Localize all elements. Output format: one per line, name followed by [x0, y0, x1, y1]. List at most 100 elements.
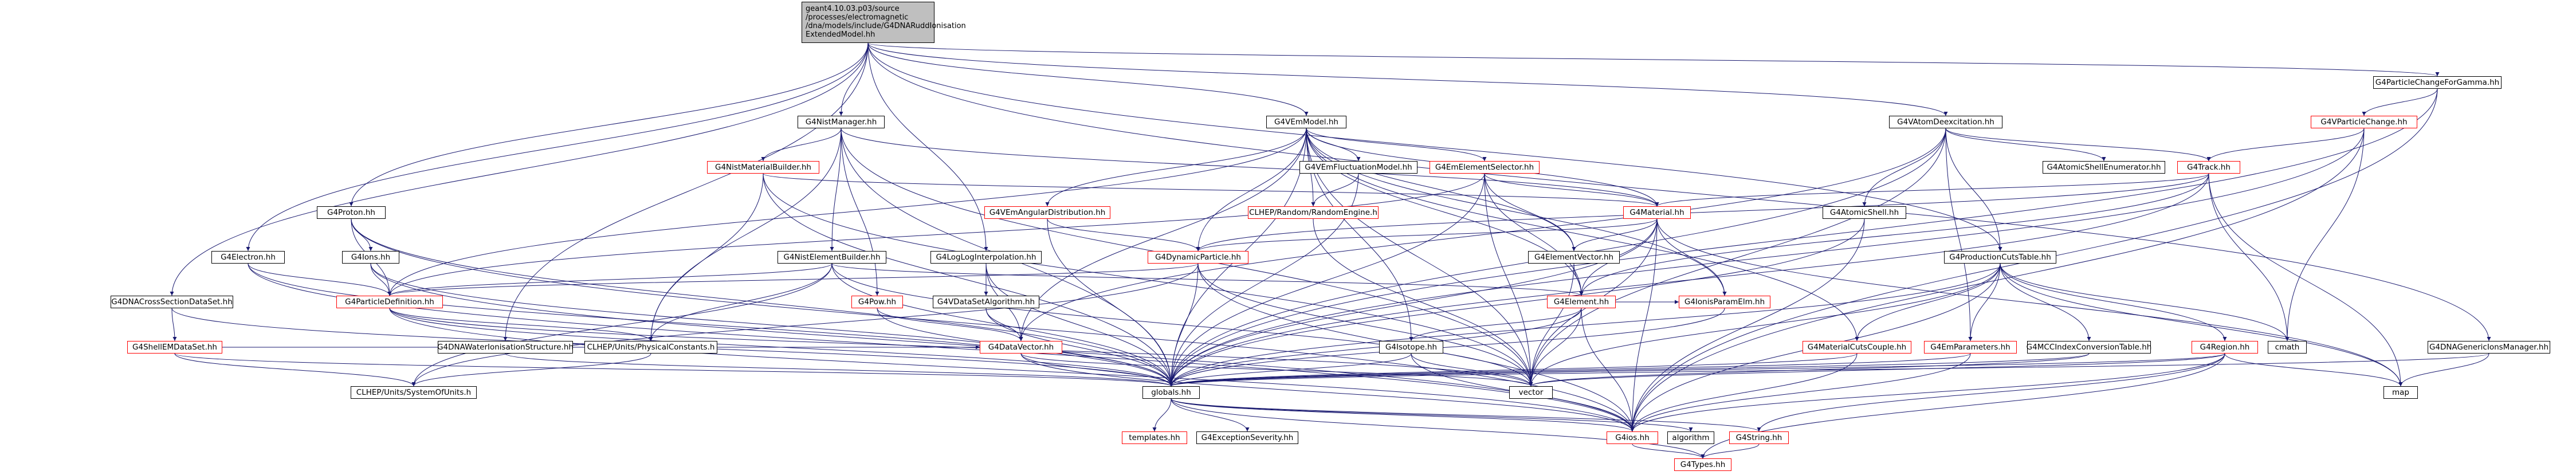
- edge-G4DNAWaterIonisationStructure-to-globals: [505, 353, 1173, 387]
- node-g4ions[interactable]: G4Ions.hh: [342, 251, 399, 264]
- edge-G4VEmModel-to-G4EmElementSelector: [1306, 128, 1487, 162]
- edge-G4DataVector-to-globals: [1020, 353, 1173, 387]
- edge-G4Electron-to-G4ParticleDefinition: [248, 263, 392, 296]
- node-g4element[interactable]: G4Element.hh: [1547, 296, 1616, 308]
- node-g4atomicshell[interactable]: G4AtomicShell.hh: [1823, 206, 1906, 219]
- edge-G4Element-to-globals: [1169, 308, 1582, 387]
- node-clhep-physicalconstants[interactable]: CLHEP/Units/PhysicalConstants.h: [584, 341, 717, 354]
- edge-G4Material-to-G4ElementVector: [1572, 218, 1658, 252]
- edge-G4String-to-G4Types: [1701, 443, 1760, 459]
- node-g4types[interactable]: G4Types.hh: [1674, 458, 1731, 471]
- node-g4ios[interactable]: G4ios.hh: [1607, 431, 1658, 444]
- node-clhep-systemofunits[interactable]: CLHEP/Units/SystemOfUnits.h: [351, 386, 477, 399]
- edge-G4NistMaterialBuilder-to-globals: [763, 173, 1173, 387]
- node-map[interactable]: map: [2383, 386, 2418, 399]
- node-g4emelementselector[interactable]: G4EmElementSelector.hh: [1430, 161, 1540, 174]
- edge-G4Material-to-map: [1656, 218, 2403, 387]
- node-g4mccindexconversiontable[interactable]: G4MCCIndexConversionTable.hh: [2027, 341, 2151, 354]
- edge-G4ProductionCutsTable-to-G4Region: [2000, 263, 2227, 341]
- node-g4nistmaterialbuilder[interactable]: G4NistMaterialBuilder.hh: [707, 161, 819, 174]
- node-templates[interactable]: templates.hh: [1122, 431, 1187, 444]
- edge-G4DNAGenericIonsManager-to-globals: [1169, 353, 2489, 387]
- node-g4logloginterpolation[interactable]: G4LogLogInterpolation.hh: [930, 251, 1042, 264]
- edge-G4MaterialCutsCouple-to-G4ios: [1630, 353, 1858, 432]
- edge-G4VEmModel-to-G4IonisParamElm: [1306, 128, 1727, 296]
- node-g4particlechangeforgamma[interactable]: G4ParticleChangeForGamma.hh: [2373, 76, 2502, 89]
- edge-RandomEngine-to-vector: [1313, 218, 1533, 387]
- edge-G4VEmAngularDistribution-to-G4DynamicParticle: [1047, 218, 1200, 252]
- edge-G4VAtomDeexcitation-to-G4Track: [1945, 128, 2211, 162]
- edge-G4AtomicShell-to-G4ios: [1630, 218, 1865, 432]
- node-cmath[interactable]: cmath: [2268, 341, 2307, 354]
- node-g4proton[interactable]: G4Proton.hh: [317, 206, 386, 219]
- edge-G4VEmFluctuationModel-to-RandomEngine: [1311, 173, 1359, 207]
- node-g4particledefinition[interactable]: G4ParticleDefinition.hh: [336, 296, 443, 308]
- edge-root-to-G4DNACrossSectionDataSet: [170, 42, 869, 296]
- edge-G4DNACrossSectionDataSet-to-G4ShellEMDataSet: [171, 308, 177, 341]
- node-g4productioncutstable[interactable]: G4ProductionCutsTable.hh: [1944, 251, 2056, 264]
- edge-PhysicalConstants-to-SystemOfUnits: [411, 353, 651, 387]
- node-clhep-randomengine[interactable]: CLHEP/Random/RandomEngine.h: [1248, 206, 1379, 219]
- node-algorithm[interactable]: algorithm: [1667, 431, 1714, 444]
- node-g4material[interactable]: G4Material.hh: [1623, 206, 1691, 219]
- node-g4pow[interactable]: G4Pow.hh: [851, 296, 903, 308]
- edge-root-to-G4VAtomDeexcitation: [867, 42, 1948, 116]
- edge-G4Proton-to-globals: [351, 218, 1173, 387]
- node-g4vemangulardistribution[interactable]: G4VEmAngularDistribution.hh: [984, 206, 1110, 219]
- node-g4electron[interactable]: G4Electron.hh: [211, 251, 285, 264]
- edge-G4EmElementSelector-to-G4ElementVector: [1484, 173, 1576, 252]
- node-g4string[interactable]: G4String.hh: [1729, 431, 1789, 444]
- edge-G4EmParameters-to-globals: [1169, 353, 1971, 387]
- node-g4dnacrosssectiondataset[interactable]: G4DNACrossSectionDataSet.hh: [111, 296, 233, 308]
- edge-G4DNAGenericIonsManager-to-map: [2398, 353, 2489, 387]
- edge-G4Element-to-G4ios: [1581, 308, 1635, 432]
- edge-G4ProductionCutsTable-to-G4MCCIndexConversionTable: [2000, 263, 2091, 341]
- node-g4nistelementbuilder[interactable]: G4NistElementBuilder.hh: [777, 251, 886, 264]
- edge-root-to-G4Electron: [246, 42, 869, 252]
- edge-G4Track-to-cmath: [2208, 173, 2290, 341]
- node-g4vatomdeexcitation[interactable]: G4VAtomDeexcitation.hh: [1889, 116, 2002, 128]
- node-g4dnawaterionisationstructure[interactable]: G4DNAWaterIonisationStructure.hh: [437, 341, 574, 354]
- node-g4dnagenericionsmanager[interactable]: G4DNAGenericIonsManager.hh: [2428, 341, 2550, 354]
- edge-G4VEmModel-to-G4ElementVector: [1306, 128, 1576, 252]
- edge-G4Ions-to-G4ParticleDefinition: [370, 263, 392, 296]
- edge-G4DynamicParticle-to-G4ParticleDefinition: [387, 263, 1199, 296]
- node-g4nistmanager[interactable]: G4NistManager.hh: [798, 116, 885, 128]
- node-g4vdatasetalgorithm[interactable]: G4VDataSetAlgorithm.hh: [933, 296, 1039, 308]
- edge-G4VEmModel-to-G4VEmAngularDistribution: [1045, 128, 1307, 207]
- node-g4vparticlechange[interactable]: G4VParticleChange.hh: [2311, 116, 2417, 128]
- edge-G4MaterialCutsCouple-to-globals: [1169, 353, 1858, 387]
- edge-G4ProductionCutsTable-to-map: [2000, 263, 2403, 387]
- edge-globals-to-algorithm: [1171, 398, 1693, 432]
- edge-G4NistManager-to-G4NistElementBuilder: [830, 128, 842, 252]
- node-g4shellemdataset[interactable]: G4ShellEMDataSet.hh: [127, 341, 222, 354]
- node-g4ionisparamelm[interactable]: G4IonisParamElm.hh: [1679, 296, 1770, 308]
- node-g4region[interactable]: G4Region.hh: [2192, 341, 2258, 354]
- edge-G4Electron-to-globals: [248, 263, 1173, 387]
- node-g4track[interactable]: G4Track.hh: [2177, 161, 2240, 174]
- node-globals[interactable]: globals.hh: [1142, 386, 1200, 399]
- node-vector[interactable]: vector: [1509, 386, 1553, 399]
- edge-G4Element-to-G4Isotope: [1409, 308, 1582, 341]
- edge-G4ParticleDefinition-to-G4ios: [389, 308, 1635, 432]
- node-g4dynamicparticle[interactable]: G4DynamicParticle.hh: [1148, 251, 1248, 264]
- edge-G4Track-to-G4Material: [1655, 173, 2209, 207]
- edge-G4EmElementSelector-to-G4Element: [1484, 173, 1584, 296]
- node-g4datavector[interactable]: G4DataVector.hh: [980, 341, 1062, 354]
- edge-G4EmElementSelector-to-globals: [1169, 173, 1485, 387]
- node-g4vemfluctuationmodel[interactable]: G4VEmFluctuationModel.hh: [1299, 161, 1417, 174]
- node-g4exceptionseverity[interactable]: G4ExceptionSeverity.hh: [1196, 431, 1298, 444]
- edge-G4Track-to-G4DynamicParticle: [1196, 173, 2209, 252]
- edge-root-to-G4ParticleChangeForGamma: [867, 42, 2439, 77]
- node-g4emparameters[interactable]: G4EmParameters.hh: [1924, 341, 2017, 354]
- edge-G4VAtomDeexcitation-to-G4DataVector: [1019, 128, 1946, 341]
- node-g4atomicshellenumerator[interactable]: G4AtomicShellEnumerator.hh: [2043, 161, 2165, 174]
- edge-G4EmElementSelector-to-G4ParticleDefinition: [387, 173, 1485, 296]
- node-g4elementvector[interactable]: G4ElementVector.hh: [1528, 251, 1620, 264]
- node-g4isotope[interactable]: G4Isotope.hh: [1379, 341, 1443, 354]
- edge-G4NistManager-to-G4Pow: [841, 128, 879, 296]
- node-g4vemmodel[interactable]: G4VEmModel.hh: [1266, 116, 1346, 128]
- node-g4materialcutscouple[interactable]: G4MaterialCutsCouple.hh: [1803, 341, 1911, 354]
- edge-root-to-G4LogLogInterpolation: [867, 42, 988, 252]
